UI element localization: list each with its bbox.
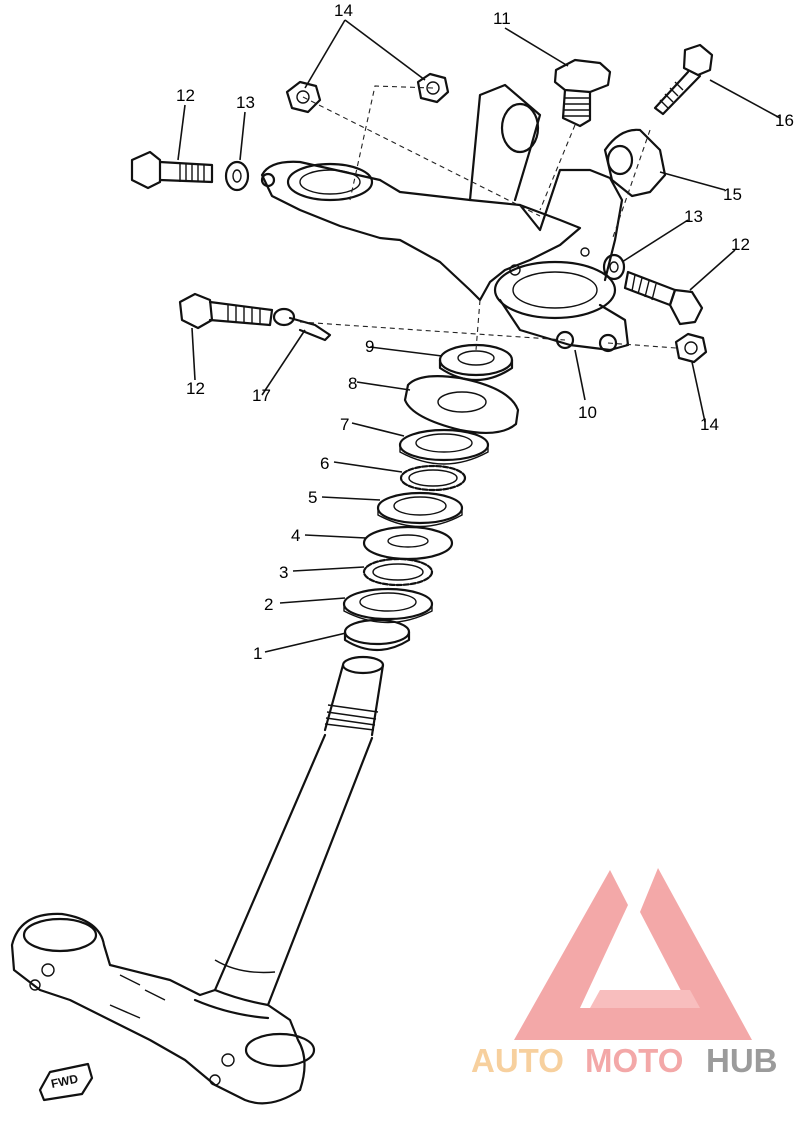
pinch-bolt-11 (553, 58, 612, 128)
logo-text-hub: HUB (706, 1042, 778, 1079)
fwd-marker: FWD (38, 1062, 94, 1102)
watermark-logo: AUTO MOTO HUB (471, 868, 778, 1079)
callout-8: 8 (348, 374, 357, 393)
steering-stem (213, 655, 385, 1007)
callout-2: 2 (264, 595, 273, 614)
nut-14-top-left (285, 80, 322, 114)
callout-12-right: 12 (731, 235, 750, 254)
washer-8 (403, 375, 520, 435)
bolt-12-right (623, 270, 704, 326)
leader-lines (177, 19, 781, 653)
nut-14-top-right (416, 72, 450, 104)
callout-6: 6 (320, 454, 329, 473)
callout-15: 15 (723, 185, 742, 204)
callout-4: 4 (291, 526, 300, 545)
alignment-lines (299, 85, 677, 351)
bearing-race-7 (398, 428, 490, 465)
handlebar-clamp-15 (603, 128, 667, 198)
callout-12-lower-left: 12 (186, 379, 205, 398)
callout-13-right: 13 (684, 207, 703, 226)
dust-seal-1 (343, 618, 411, 651)
fwd-text: FWD (50, 1071, 80, 1090)
callout-10: 10 (578, 403, 597, 422)
callout-labels: 14 11 12 13 16 15 13 12 9 12 17 8 10 14 … (176, 1, 794, 663)
callout-14-top: 14 (334, 1, 353, 20)
washer-13-right (602, 253, 626, 281)
callout-14-right: 14 (700, 415, 719, 434)
logo-text-auto: AUTO (471, 1042, 564, 1079)
bearing-race-5 (376, 491, 464, 528)
logo-text-moto: MOTO (585, 1042, 683, 1079)
nut-14-right (674, 332, 708, 364)
callout-9: 9 (365, 337, 374, 356)
callout-7: 7 (340, 415, 349, 434)
bearing-race-4 (362, 525, 454, 561)
callout-11: 11 (493, 9, 511, 28)
upper-bracket (260, 83, 630, 353)
clip-17 (272, 307, 332, 342)
callout-1: 1 (253, 644, 262, 663)
ball-bearing-6 (399, 464, 467, 492)
callout-13-left: 13 (236, 93, 255, 112)
callout-3: 3 (279, 563, 288, 582)
ball-bearing-3 (362, 557, 434, 587)
bolt-12-upper-left (130, 150, 214, 190)
callout-16: 16 (775, 111, 794, 130)
callout-12-upper-left: 12 (176, 86, 195, 105)
bearing-race-2 (342, 587, 434, 624)
bolt-12-lower-left (178, 292, 274, 330)
callout-5: 5 (308, 488, 317, 507)
washer-13-left (224, 160, 250, 192)
ring-nut-9 (438, 343, 514, 382)
lower-bracket (10, 912, 316, 1105)
bolt-16 (653, 43, 714, 116)
callout-17: 17 (252, 386, 271, 405)
